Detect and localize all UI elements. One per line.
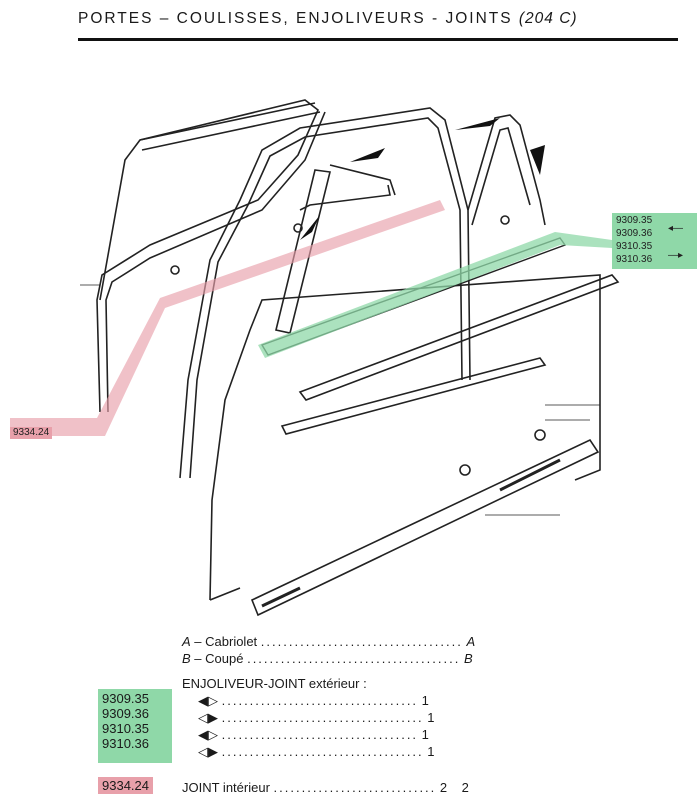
right-arrow-icon: —▸ [668,250,684,261]
legend-row-2: ◁▶ .................................... … [198,710,435,726]
legend-row-4: ◁▶ .................................... … [198,744,435,760]
legend-coupe-value: B [463,651,473,666]
left-arrow-icon: ◂— [668,223,684,234]
cabriolet-frame [96,99,319,413]
legend-row-2-qty: 1 [427,710,435,725]
legend-coupe-label: Coupé [205,651,244,666]
legend-row-4-dots: .................................... [221,744,424,759]
legend-row-4-qty: 1 [427,744,435,759]
legend-cabriolet: A – Cabriolet ..........................… [182,634,476,649]
arrow-right-filled-icon: ◁▶ [198,710,218,725]
legend-row-1-dots: ................................... [221,693,419,708]
callout-ref-4: 9310.36 [616,254,653,265]
window-frame [179,107,471,479]
header-rule [78,38,678,41]
legend-cabriolet-value: A [466,634,476,649]
red-joint-highlight [10,200,445,436]
callout-ref-1: 9309.35 [616,215,653,226]
callout-ref-2: 9309.36 [616,228,653,239]
arrow-left-outline-icon: ◀▷ [198,727,218,742]
legend-row-3-qty: 1 [421,727,429,742]
rear-frame [467,114,546,226]
legend-row-1: ◀▷ ................................... 1 [198,693,429,709]
legend-joint-qty-a: 2 [439,780,448,795]
legend-coupe-dots: ...................................... [247,651,461,666]
legend-letter-b: B [182,651,191,666]
red-callout: 9334.24 [10,427,53,439]
legend-joint-dots: ............................. [273,780,437,795]
legend-ref-3: 9310.35 [102,721,149,736]
legend-ref-1: 9309.35 [102,691,149,706]
legend-ref-4: 9310.36 [102,736,149,751]
legend-row-3-dots: ................................... [221,727,419,742]
title-model: (204 C) [518,10,578,27]
legend-ref-2: 9309.36 [102,706,149,721]
green-callout: 9309.35 9309.36 9310.35 9310.36 ◂— —▸ [612,213,697,269]
legend-joint-label: JOINT intérieur [182,780,270,795]
green-trim-highlight [258,232,612,358]
arrow-left-filled-icon: ◀▷ [198,693,218,708]
page-title: PORTES – COULISSES, ENJOLIVEURS - JOINTS… [78,10,578,28]
title-text: PORTES – COULISSES, ENJOLIVEURS - JOINTS [78,10,513,27]
lower-trim [250,438,600,617]
red-callout-ref: 9334.24 [13,427,50,438]
legend-row-3: ◀▷ ................................... 1 [198,727,429,743]
door-panel [209,274,601,601]
exploded-door-diagram [10,99,620,617]
legend-row-1-qty: 1 [421,693,429,708]
legend-coupe: B – Coupé ..............................… [182,651,473,666]
legend-row-2-dots: .................................... [221,710,424,725]
legend-cabriolet-dots: .................................... [260,634,463,649]
callout-ref-3: 9310.35 [616,241,653,252]
legend-green-refs: 9309.35 9309.36 9310.35 9310.36 [98,689,172,763]
legend-joint: JOINT intérieur ........................… [182,780,469,795]
legend-joint-qty-b: 2 [461,780,469,795]
arrow-right-outline-icon: ◁▶ [198,744,218,759]
belt-trim [298,274,620,401]
mid-trim [280,357,547,435]
legend-cabriolet-label: Cabriolet [205,634,258,649]
legend-letter-a: A [182,634,191,649]
legend-red-ref: 9334.24 [98,777,153,794]
legend-section-title: ENJOLIVEUR-JOINT extérieur : [182,676,367,691]
